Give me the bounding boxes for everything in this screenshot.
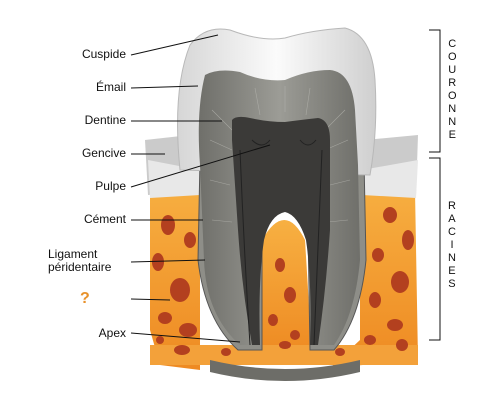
section-letter: A [448,213,456,225]
section-brackets [429,29,441,341]
section-letter: S [448,278,456,290]
label-pulpe: Pulpe [95,179,126,193]
section-letter: E [448,265,456,277]
section-letter: O [448,51,457,63]
section-letter: E [448,129,456,141]
label-unknown: ? [80,290,90,307]
label-cuspide: Cuspide [81,47,126,61]
pulp [232,116,330,345]
label-ligament-line2: péridentaire [48,260,112,274]
section-letter: C [448,226,456,238]
section-letter: I [450,239,454,251]
section-letter: R [448,200,456,212]
dentine-texture [209,86,351,223]
leader-lines [130,34,271,343]
nerves [239,139,323,346]
section-letter: N [448,116,457,128]
label-email: Émail [95,80,126,94]
section-letter: C [448,38,457,50]
section-letter: R [448,77,457,89]
section-letter: N [448,252,456,264]
section-letter: O [448,90,457,102]
section-letter: N [448,103,457,115]
section-letter: U [448,64,457,76]
label-apex: Apex [98,326,126,340]
label-ligament-line1: Ligament [48,247,98,261]
label-dentine: Dentine [84,113,126,127]
label-cement: Cément [83,212,126,226]
label-gencive: Gencive [81,146,126,160]
bone-interradicular [258,220,312,355]
bone-base [150,345,418,365]
